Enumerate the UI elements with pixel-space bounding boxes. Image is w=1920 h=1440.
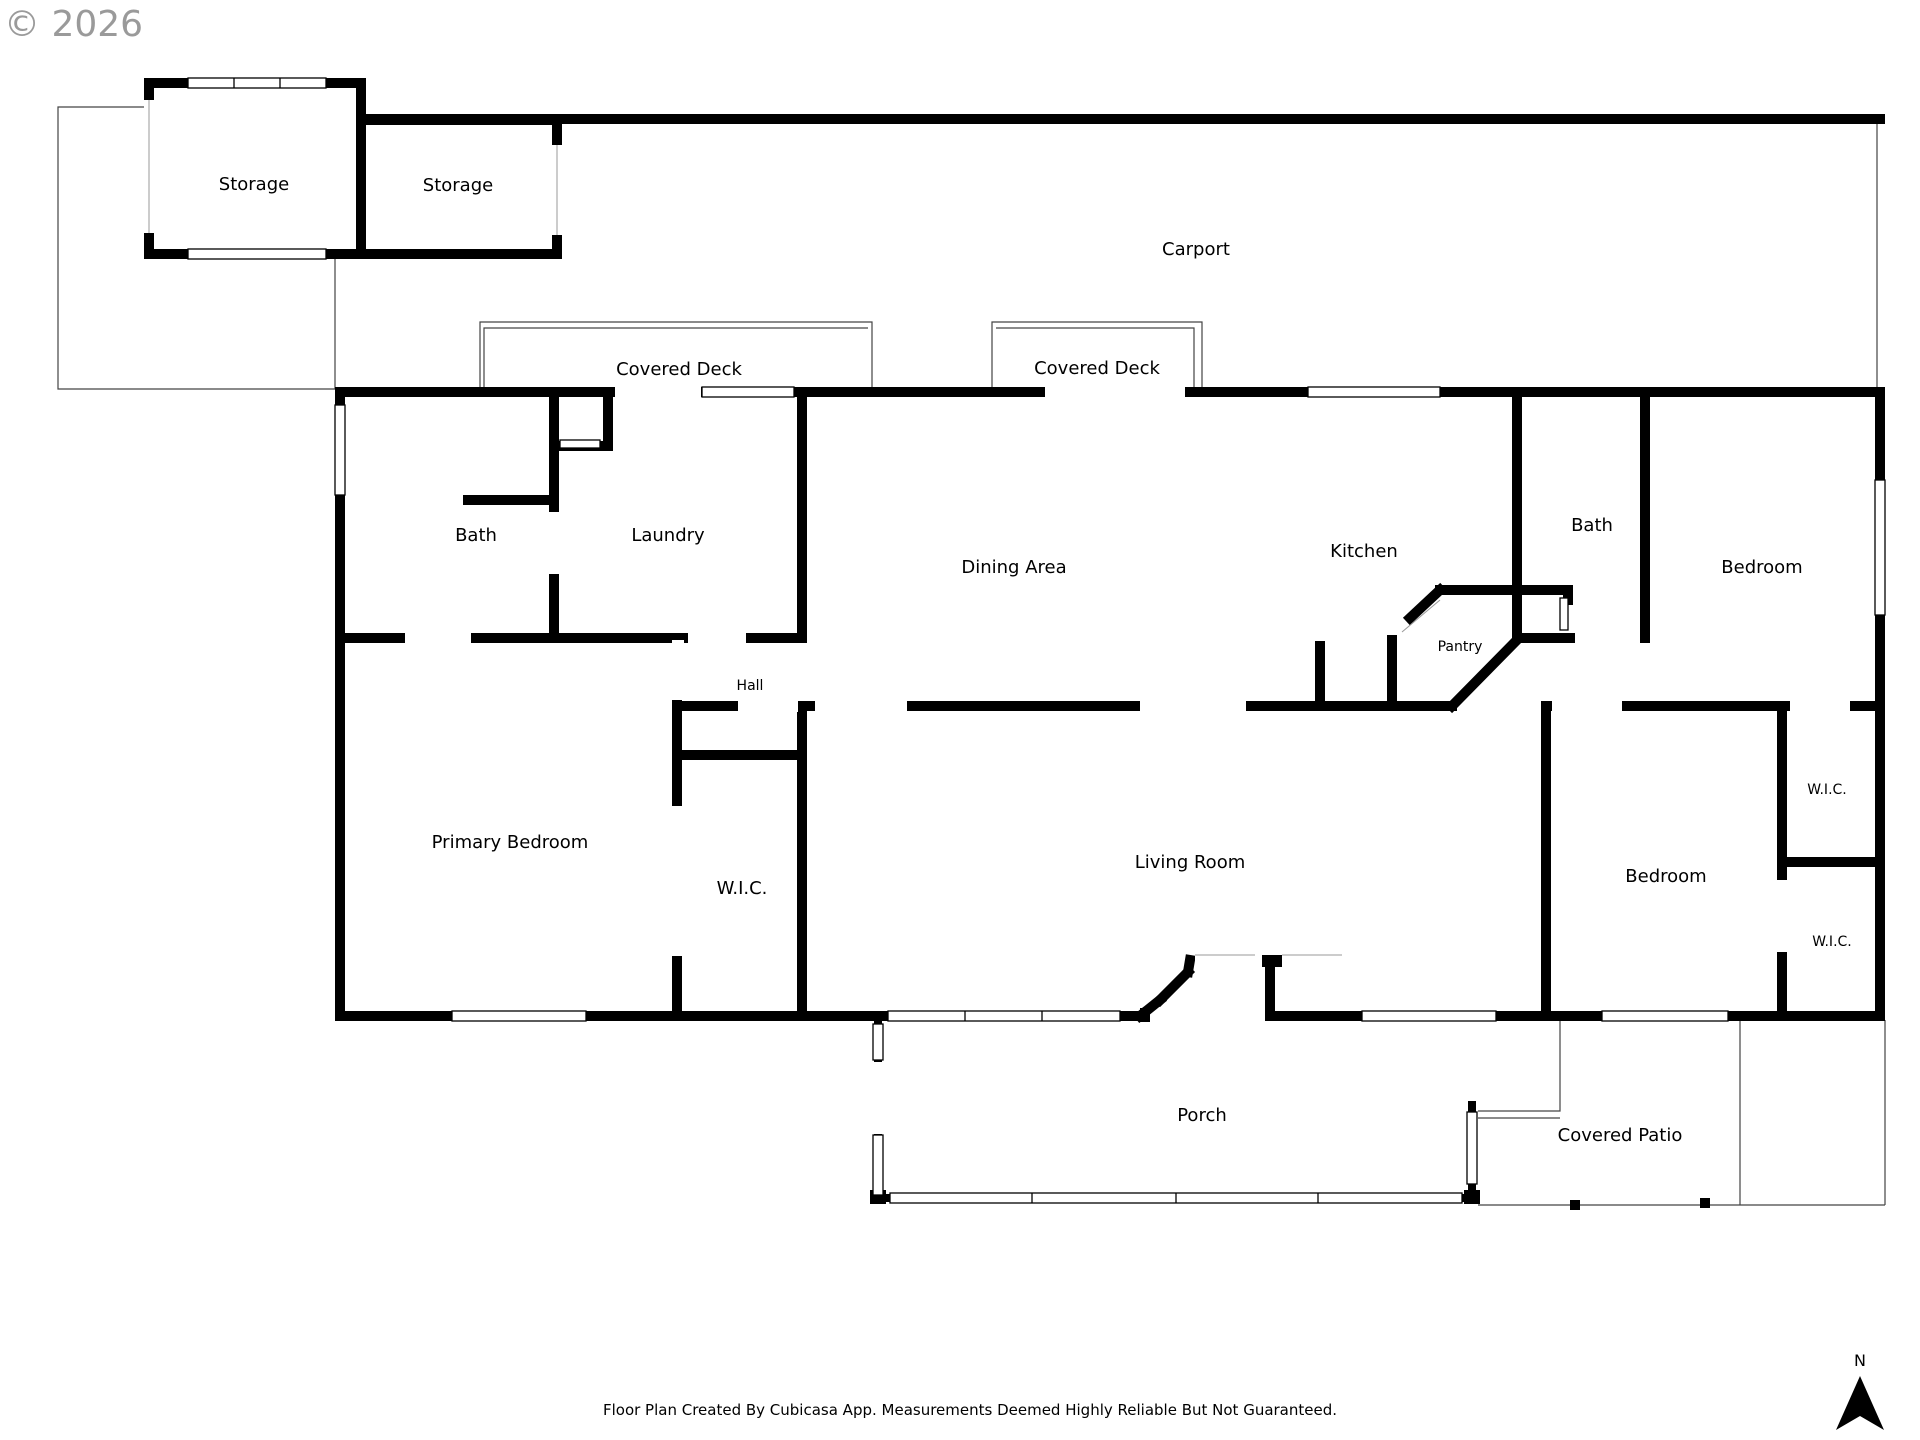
label-bedroom-2: Bedroom [1625, 866, 1706, 887]
label-wic-2: W.I.C. [1807, 782, 1847, 798]
label-storage-1: Storage [219, 174, 289, 195]
footer-disclaimer: Floor Plan Created By Cubicasa App. Meas… [603, 1401, 1337, 1419]
label-bath-1: Bath [455, 525, 497, 546]
walls [144, 78, 1885, 1210]
label-pantry: Pantry [1438, 639, 1483, 655]
label-wic-1: W.I.C. [717, 878, 768, 899]
label-carport: Carport [1162, 239, 1230, 260]
room-labels: Storage Storage Carport Covered Deck Cov… [219, 174, 1852, 1146]
label-bedroom-1: Bedroom [1721, 557, 1802, 578]
label-kitchen: Kitchen [1330, 541, 1398, 562]
label-covered-deck-1: Covered Deck [616, 359, 742, 380]
label-dining-area: Dining Area [961, 557, 1066, 578]
label-bath-2: Bath [1571, 515, 1613, 536]
north-label: N [1854, 1351, 1866, 1370]
label-storage-2: Storage [423, 175, 493, 196]
label-covered-deck-2: Covered Deck [1034, 358, 1160, 379]
label-living-room: Living Room [1135, 852, 1246, 873]
label-primary-bedroom: Primary Bedroom [432, 832, 589, 853]
openings [144, 77, 1886, 1204]
thin-outlines [57, 106, 1886, 1206]
copyright-watermark: © 2026 [4, 4, 143, 45]
label-hall: Hall [737, 678, 764, 694]
label-covered-patio: Covered Patio [1558, 1125, 1683, 1146]
label-wic-3: W.I.C. [1812, 934, 1852, 950]
label-porch: Porch [1177, 1105, 1227, 1126]
label-laundry: Laundry [631, 525, 705, 546]
north-arrow-icon: N [1836, 1351, 1884, 1430]
